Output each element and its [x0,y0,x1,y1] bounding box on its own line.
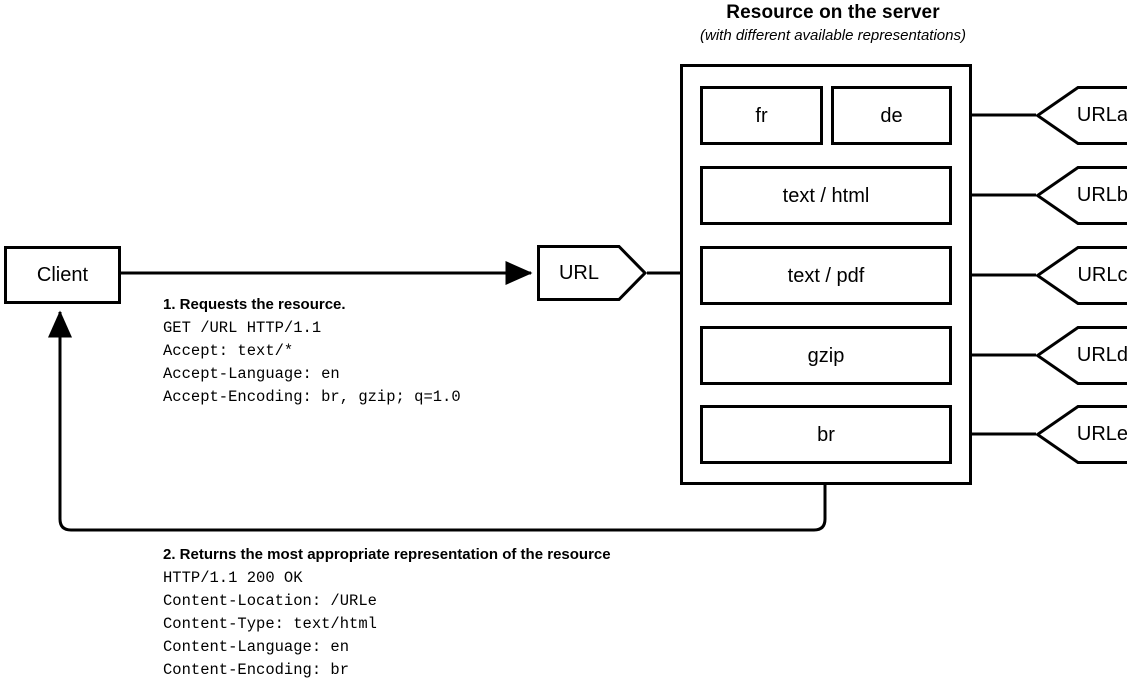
request-annotation-title: 1. Requests the resource. [163,296,346,313]
url-tag-a[interactable]: URLa [1034,86,1127,145]
url-tag-c[interactable]: URLc [1034,246,1127,305]
response-annotation: 2. Returns the most appropriate represen… [163,544,611,679]
response-header-line: Content-Type: text/html [163,615,377,633]
url-tag-outline [1034,326,1127,385]
url-tag-e[interactable]: URLe [1034,405,1127,464]
url-pentagon-outline [537,245,648,301]
representation-box-text-pdf[interactable]: text / pdf [700,246,952,305]
representation-label: gzip [807,344,845,367]
response-header-line: Content-Location: /URLe [163,592,377,610]
representation-box-br[interactable]: br [700,405,952,464]
representation-label: fr [755,104,768,127]
representation-label: text / html [782,184,870,207]
response-header-line: HTTP/1.1 200 OK [163,569,303,587]
server-title: Resource on the server [726,2,940,23]
url-tag-outline [1034,246,1127,305]
url-request-label: URL [558,261,599,284]
request-header-line: GET /URL HTTP/1.1 [163,319,322,337]
client-label: Client [36,264,89,286]
representation-box-text-html[interactable]: text / html [700,166,952,225]
request-header-line: Accept: text/* [163,342,294,360]
url-tag-d[interactable]: URLd [1034,326,1127,385]
url-tag-label: URLe [1076,423,1127,445]
representation-label: de [880,104,903,127]
response-header-line: Content-Language: en [163,638,350,656]
request-header-line: Accept-Encoding: br, gzip; q=1.0 [163,388,461,406]
url-tag-outline [1034,405,1127,464]
request-annotation: 1. Requests the resource. GET /URL HTTP/… [163,294,461,409]
response-header-line: Content-Encoding: br [163,661,350,679]
response-annotation-title: 2. Returns the most appropriate represen… [163,546,611,563]
url-tag-label: URLb [1076,184,1127,206]
url-tag-label: URLd [1076,344,1127,366]
representation-label: br [817,423,835,446]
url-tag-label: URLc [1077,264,1127,286]
url-tag-outline [1034,166,1127,225]
request-header-line: Accept-Language: en [163,365,340,383]
url-tag-label: URLa [1076,104,1127,126]
representation-box-de[interactable]: de [831,86,952,145]
client-box[interactable]: Client [4,246,121,304]
representation-box-gzip[interactable]: gzip [700,326,952,385]
representation-box-fr[interactable]: fr [700,86,823,145]
url-tag-outline [1034,86,1127,145]
representation-label: text / pdf [787,264,865,287]
url-request-shape[interactable]: URL [537,245,648,301]
server-subtitle: (with different available representation… [700,27,966,44]
url-tag-b[interactable]: URLb [1034,166,1127,225]
